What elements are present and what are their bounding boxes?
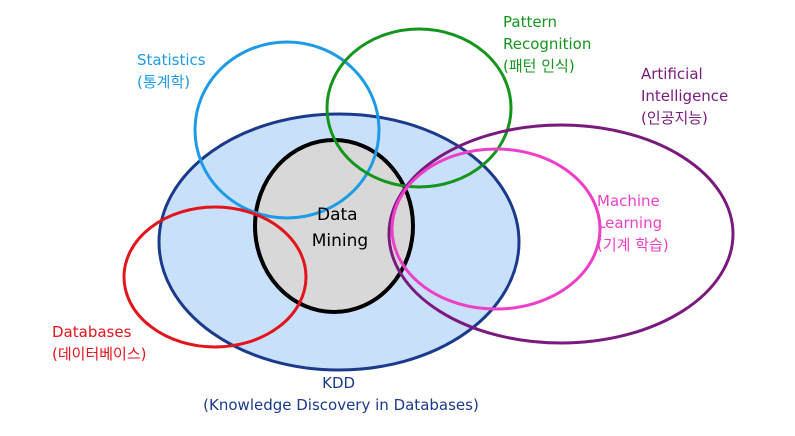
pattern-recognition-line1: Pattern — [503, 13, 557, 31]
ai-line1: Artificial — [641, 65, 703, 83]
ai-line3: (인공지능) — [641, 109, 708, 127]
data-mining-label: Data Mining — [312, 205, 368, 251]
machine-learning-ellipse — [390, 147, 602, 311]
kdd-line1: KDD — [322, 374, 355, 392]
kdd-line2: (Knowledge Discovery in Databases) — [203, 396, 479, 414]
statistics-ellipse — [193, 40, 381, 220]
data-mining-line2: Mining — [312, 231, 368, 251]
ai-line2: Intelligence — [641, 87, 728, 105]
ml-line2: Learning — [597, 214, 662, 232]
databases-label: Databases (데이터베이스) — [52, 323, 147, 363]
databases-ellipse — [122, 205, 308, 349]
pattern-recognition-ellipse — [325, 27, 513, 189]
artificial-intelligence-ellipse — [387, 123, 735, 345]
artificial-intelligence-label: Artificial Intelligence (인공지능) — [641, 65, 733, 127]
data-mining-line1: Data — [317, 205, 358, 225]
ml-line1: Machine — [597, 192, 660, 210]
statistics-line1: Statistics — [137, 51, 206, 69]
pattern-recognition-line2: Recognition — [503, 35, 591, 53]
pattern-recognition-label: Pattern Recognition (패턴 인식) — [503, 13, 596, 75]
ml-line3: (기계 학습) — [597, 236, 669, 254]
statistics-line2: (통계학) — [137, 73, 190, 91]
pattern-recognition-line3: (패턴 인식) — [503, 57, 575, 75]
databases-line1: Databases — [52, 323, 132, 341]
databases-line2: (데이터베이스) — [52, 345, 147, 363]
machine-learning-label: Machine Learning (기계 학습) — [597, 192, 669, 254]
kdd-label: KDD (Knowledge Discovery in Databases) — [203, 374, 479, 414]
statistics-label: Statistics (통계학) — [137, 51, 210, 91]
